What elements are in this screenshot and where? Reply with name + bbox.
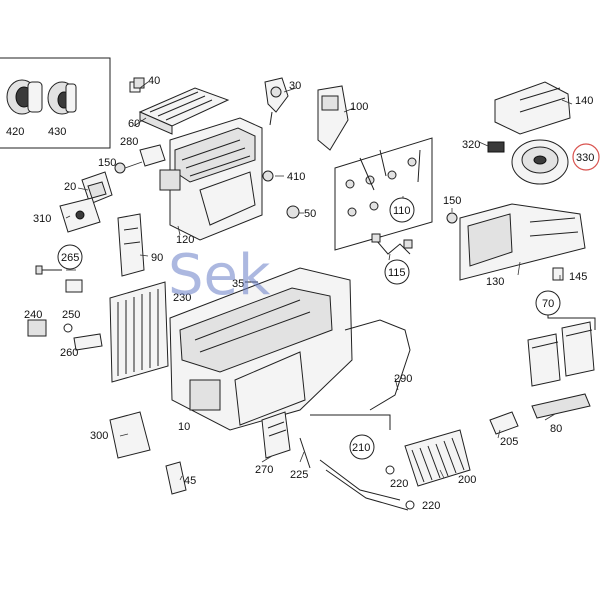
part-80-illustration [531,393,591,419]
part-320-illustration [487,141,505,153]
part-250-illustration [63,323,73,333]
label-240: 240 [24,309,42,321]
label-110: 110 [393,205,411,217]
label-130: 130 [486,276,504,288]
part-150a-illustration [114,162,126,174]
label-10: 10 [178,421,190,433]
part-40-illustration [129,77,145,93]
part-280-illustration [139,144,166,167]
label-290: 290 [394,373,412,385]
part-60-illustration [138,87,230,135]
part-270-illustration [261,411,291,459]
label-265-circle [57,244,83,270]
label-20: 20 [64,181,76,193]
part-45-illustration [165,461,187,495]
part-210-group-illustration [310,414,415,511]
label-420: 420 [6,126,24,138]
label-250: 250 [62,309,80,321]
label-70: 70 [542,298,554,310]
label-210-circle [349,434,375,460]
part-130-illustration [459,203,586,281]
label-115: 115 [388,267,406,279]
label-330: 330 [576,152,594,164]
label-220a: 220 [390,478,408,490]
label-70-circle [535,290,561,316]
part-115-illustration [371,233,413,255]
label-40: 40 [148,75,160,87]
part-330-illustration [511,139,569,185]
part-140-illustration [494,81,571,135]
part-265-illustration [35,265,83,293]
label-270: 270 [255,464,273,476]
label-330-highlight-circle [572,143,600,171]
label-430: 430 [48,126,66,138]
label-60: 60 [128,118,140,130]
part-150b-illustration [446,212,458,224]
label-90: 90 [151,252,163,264]
part-145-illustration [552,267,564,281]
label-205: 205 [500,436,518,448]
part-200-illustration [404,429,471,487]
label-210: 210 [352,442,370,454]
label-280: 280 [120,136,138,148]
label-35: 35 [232,278,244,290]
main-housing-illustration [169,267,353,431]
label-100: 100 [350,101,368,113]
part-90-illustration [117,213,145,277]
part-225-illustration [299,437,311,469]
upper-housing-illustration [159,117,263,241]
label-260: 260 [60,347,78,359]
part-30-illustration [264,77,289,126]
label-115-circle [384,259,410,285]
part-260-illustration [73,333,103,351]
part-110-group-illustration [334,137,433,251]
label-320: 320 [462,139,480,151]
inset-frame [0,57,111,149]
label-150b: 150 [443,195,461,207]
label-50: 50 [304,208,316,220]
label-110-circle [389,197,415,223]
part-430-illustration [47,81,77,115]
label-220b: 220 [422,500,440,512]
label-150a: 150 [98,157,116,169]
part-410-illustration [262,170,274,182]
label-410: 410 [287,171,305,183]
label-300: 300 [90,430,108,442]
label-30: 30 [289,80,301,92]
label-140: 140 [575,95,593,107]
part-310-illustration [59,197,101,233]
label-225: 225 [290,469,308,481]
part-420-illustration [6,79,43,115]
part-290-illustration [344,319,411,411]
label-230: 230 [173,292,191,304]
part-50-illustration [286,205,300,219]
label-80: 80 [550,423,562,435]
part-240-illustration [27,319,47,337]
watermark-text: Sek [168,243,271,308]
label-45: 45 [184,475,196,487]
label-120: 120 [176,234,194,246]
part-100-illustration [317,85,349,151]
part-205-illustration [489,411,519,435]
label-265: 265 [61,252,79,264]
part-300-illustration [109,411,151,459]
part-20-illustration [81,171,113,205]
part-70-group-illustration [527,310,596,387]
label-145: 145 [569,271,587,283]
part-230-illustration [109,281,169,383]
label-200: 200 [458,474,476,486]
label-310: 310 [33,213,51,225]
